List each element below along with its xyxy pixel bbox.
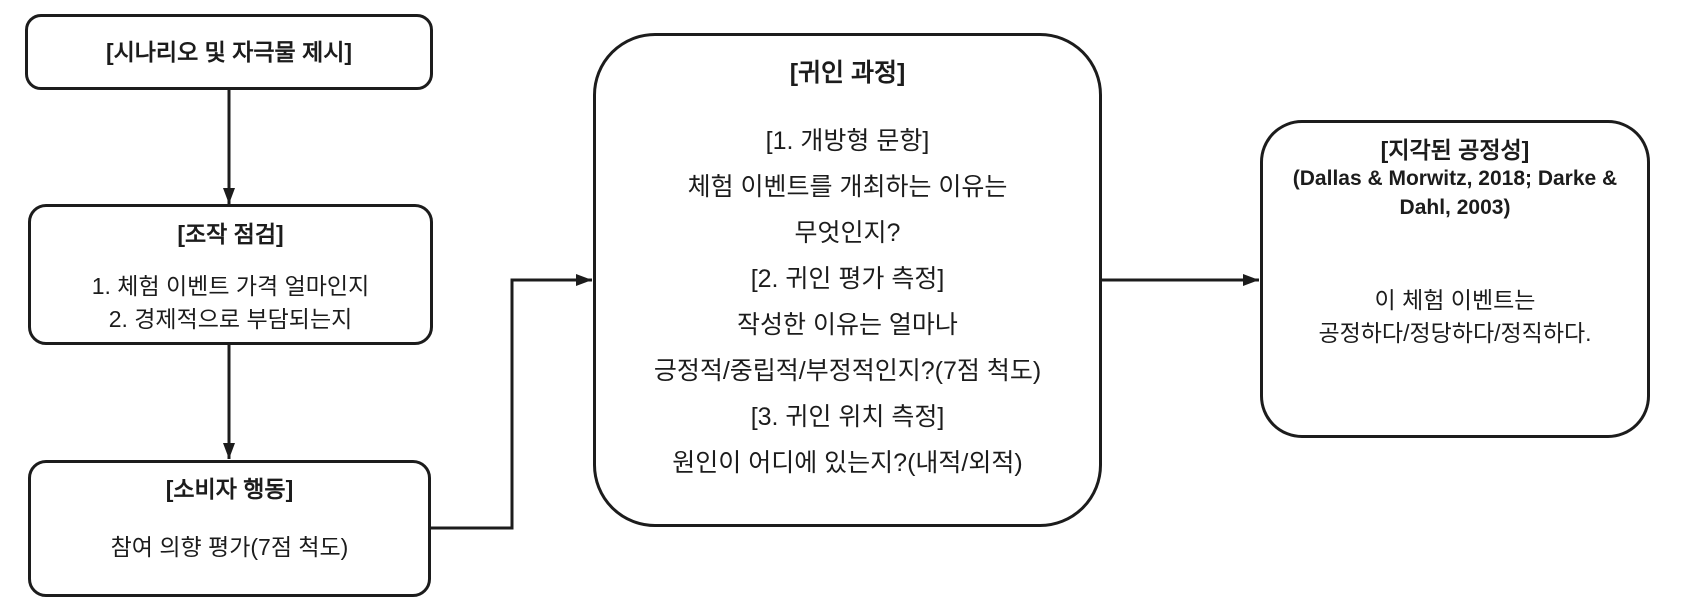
attribution-open-question-header: [1. 개방형 문항] [765, 127, 930, 155]
perceived-fairness-citation: (Dallas & Morwitz, 2018; Darke & Dahl, 2… [1292, 167, 1618, 219]
attribution-process-body: [1. 개방형 문항] 체험 이벤트를 개최하는 이유는 무엇인지? [2. 귀… [654, 118, 1041, 486]
manipulation-check-box: [조작 점검] 1. 체험 이벤트 가격 얼마인지 2. 경제적으로 부담되는지 [28, 204, 433, 345]
consumer-behavior-item: 참여 의향 평가(7점 척도) [110, 534, 349, 560]
arrow-consumer-to-attribution [431, 274, 592, 530]
attribution-process-title: [귀인 과정] [789, 59, 906, 87]
attribution-valence-line-1: 작성한 이유는 얼마나 [737, 311, 958, 339]
consumer-behavior-box: [소비자 행동] 참여 의향 평가(7점 척도) [28, 460, 431, 597]
manipulation-check-item-1: 1. 체험 이벤트 가격 얼마인지 [91, 273, 370, 299]
consumer-behavior-body: 참여 의향 평가(7점 척도) [111, 531, 349, 564]
attribution-locus-header: [3. 귀인 위치 측정] [750, 403, 945, 431]
attribution-valence-header: [2. 귀인 평가 측정] [750, 265, 945, 293]
perceived-fairness-line-1: 이 체험 이벤트는 [1374, 287, 1536, 313]
attribution-open-question-line-2: 무엇인지? [794, 219, 901, 247]
manipulation-check-item-2: 2. 경제적으로 부담되는지 [108, 306, 353, 332]
attribution-process-box: [귀인 과정] [1. 개방형 문항] 체험 이벤트를 개최하는 이유는 무엇인… [593, 33, 1102, 527]
attribution-open-question-line-1: 체험 이벤트를 개최하는 이유는 [687, 173, 1008, 201]
attribution-valence-line-2: 긍정적/중립적/부정적인지?(7점 척도) [653, 357, 1042, 385]
consumer-behavior-title: [소비자 행동] [165, 476, 294, 502]
perceived-fairness-box: [지각된 공정성] (Dallas & Morwitz, 2018; Darke… [1260, 120, 1650, 438]
perceived-fairness-title: [지각된 공정성] [1380, 137, 1530, 163]
manipulation-check-title: [조작 점검] [177, 221, 284, 247]
scenario-title: [시나리오 및 자극물 제시] [105, 39, 353, 65]
attribution-locus-line: 원인이 어디에 있는지?(내적/외적) [672, 449, 1023, 477]
perceived-fairness-line-2: 공정하다/정당하다/정직하다. [1318, 320, 1592, 346]
manipulation-check-body: 1. 체험 이벤트 가격 얼마인지 2. 경제적으로 부담되는지 [92, 270, 370, 336]
perceived-fairness-body: 이 체험 이벤트는 공정하다/정당하다/정직하다. [1318, 284, 1591, 350]
scenario-box: [시나리오 및 자극물 제시] [25, 14, 433, 90]
